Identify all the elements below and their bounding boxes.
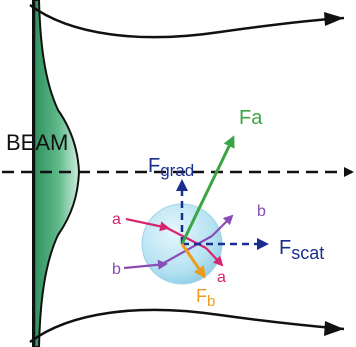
f-b-label: Fb: [196, 286, 215, 310]
ray-a-out: [205, 247, 224, 267]
ray-b-in-label: b: [112, 261, 121, 278]
ray-b-out: [211, 214, 234, 237]
ray-a-in: [125, 217, 170, 232]
beam-profile: [32, 0, 81, 347]
f-b-arrow: [180, 243, 206, 279]
f-a-label: Fa: [239, 107, 263, 129]
ray-b-in: [123, 259, 168, 270]
ray-a-out-label: a: [217, 269, 226, 286]
upper-beam-envelope: [29, 3, 345, 39]
f-grad-label: Fgrad: [148, 155, 194, 180]
lower-envelope-arrowhead: [324, 321, 344, 336]
f-scat-label: Fscat: [279, 237, 324, 263]
upper-envelope-arrowhead: [324, 12, 344, 26]
lower-beam-envelope: [29, 308, 345, 344]
ray-b-out-label: b: [257, 203, 266, 220]
f-a-arrow: [180, 135, 235, 245]
ray-a-in-label: a: [112, 211, 121, 228]
beam-label: BEAM: [6, 130, 68, 155]
